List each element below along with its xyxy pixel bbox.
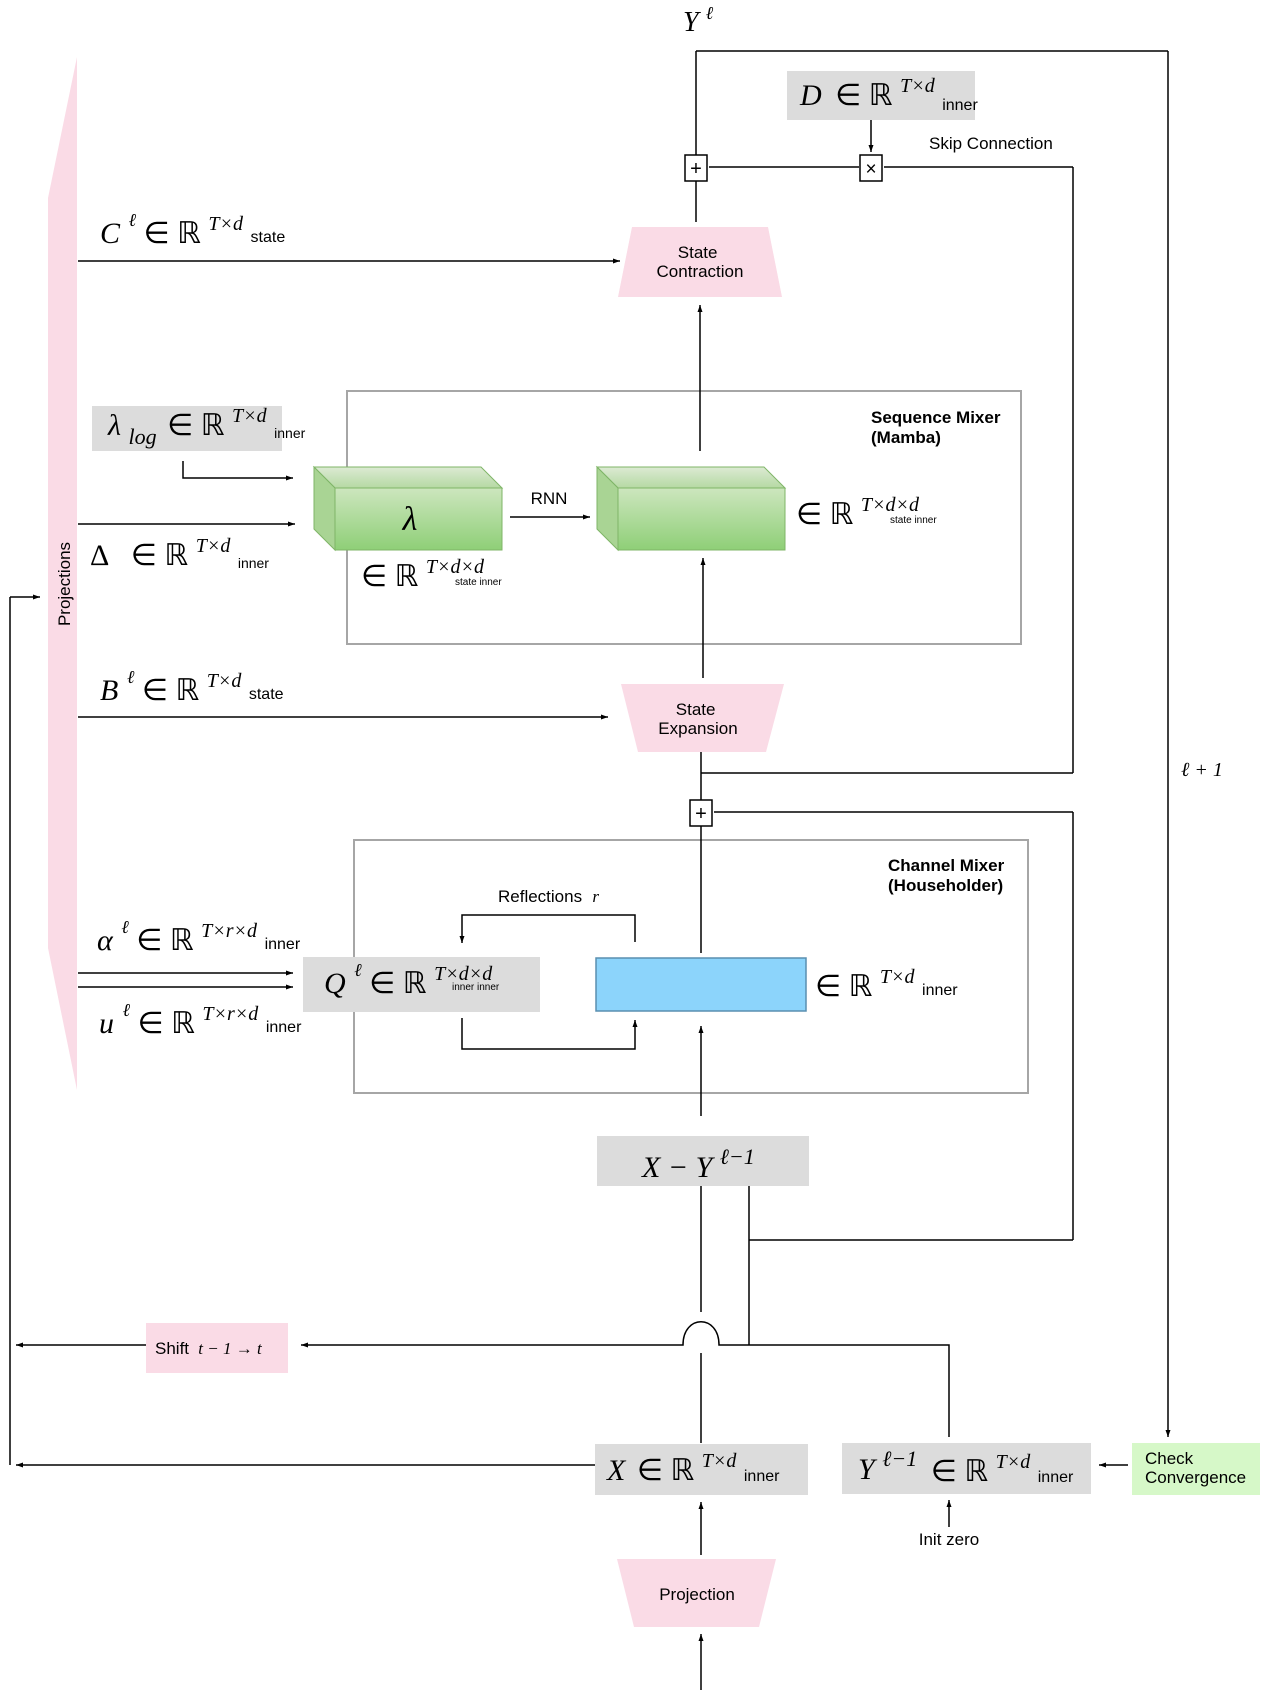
d-matrix-box <box>787 71 975 120</box>
state-contraction-label: State Contraction <box>657 243 744 281</box>
shift-label: Shift t − 1 → t <box>155 1339 263 1358</box>
lambda-box-label: λ <box>402 501 418 538</box>
skip-multiply-node: × <box>859 154 883 182</box>
projections-bar <box>48 57 77 1090</box>
state-expansion-shape <box>621 684 784 752</box>
hidden-state-tensor-box <box>595 465 787 552</box>
x-input-label: X ∈ ℝ T×d inner <box>606 1441 780 1487</box>
d-matrix-label: D ∈ ℝ T×d inner <box>799 66 978 114</box>
shift-box <box>146 1323 288 1373</box>
svg-text:+: + <box>690 158 702 180</box>
init-zero-label: Init zero <box>919 1530 979 1549</box>
lambda-log-label: λ log ∈ ℝ T×d inner <box>107 396 306 451</box>
svg-text:×: × <box>865 159 876 180</box>
reflections-label: Reflections r <box>498 887 599 906</box>
skip-connection-label: Skip Connection <box>929 134 1053 153</box>
u-label: u ℓ ∈ ℝ T×r×d inner <box>99 990 302 1040</box>
channel-mixer-label: Channel Mixer (Householder) <box>888 856 1009 895</box>
check-convergence-label: Check Convergence <box>1145 1449 1246 1487</box>
rnn-label: RNN <box>531 489 568 508</box>
x-input-box <box>595 1444 808 1495</box>
q-matrix-label: Q ℓ ∈ ℝ T×d×d <box>324 950 493 1000</box>
y-prev-box <box>842 1443 1091 1494</box>
q-matrix-box <box>303 957 540 1012</box>
c-matrix-label: C ℓ ∈ ℝ T×d state <box>100 200 285 250</box>
sequence-mixer-label: Sequence Mixer (Mamba) <box>871 408 1005 447</box>
projection-shape <box>617 1559 776 1627</box>
loop-increment-label: ℓ + 1 <box>1181 759 1223 781</box>
delta-label: Δ ∈ ℝ T×d inner <box>90 526 269 572</box>
q-matrix-sub: inner inner <box>452 982 500 993</box>
projections-label: Projections <box>55 542 74 626</box>
skip-add-node: + <box>684 154 708 182</box>
x-minus-y-box <box>597 1136 809 1186</box>
state-expansion-label: State Expansion <box>658 700 737 738</box>
alpha-label: α ℓ ∈ ℝ T×r×d inner <box>97 907 301 957</box>
projection-label: Projection <box>659 1585 735 1604</box>
y-prev-label: Y ℓ−1 ∈ ℝ T×d inner <box>858 1440 1074 1488</box>
residual-add-node: + <box>689 799 713 827</box>
x-minus-y-label: X − Y ℓ−1 <box>641 1144 755 1184</box>
lambda-log-box <box>92 406 282 451</box>
lambda-tensor-box <box>312 465 504 552</box>
hidden-dim-sub: state inner <box>890 515 937 526</box>
hidden-dim-label: ∈ ℝ T×d×d <box>796 494 920 531</box>
svg-text:+: + <box>695 803 707 825</box>
state-contraction-shape <box>618 227 782 297</box>
y-output-label: Y ℓ <box>683 3 714 38</box>
householder-channel-box <box>595 957 807 1012</box>
check-convergence-box <box>1132 1443 1260 1495</box>
connection-lines <box>9 50 1171 1690</box>
channel-dim-label: ∈ ℝ T×d inner <box>815 957 958 1003</box>
lambda-dim-label: ∈ ℝ T×d×d <box>361 556 485 593</box>
lambda-dim-sub: state inner <box>455 577 502 588</box>
b-matrix-label: B ℓ ∈ ℝ T×d state <box>100 657 284 707</box>
